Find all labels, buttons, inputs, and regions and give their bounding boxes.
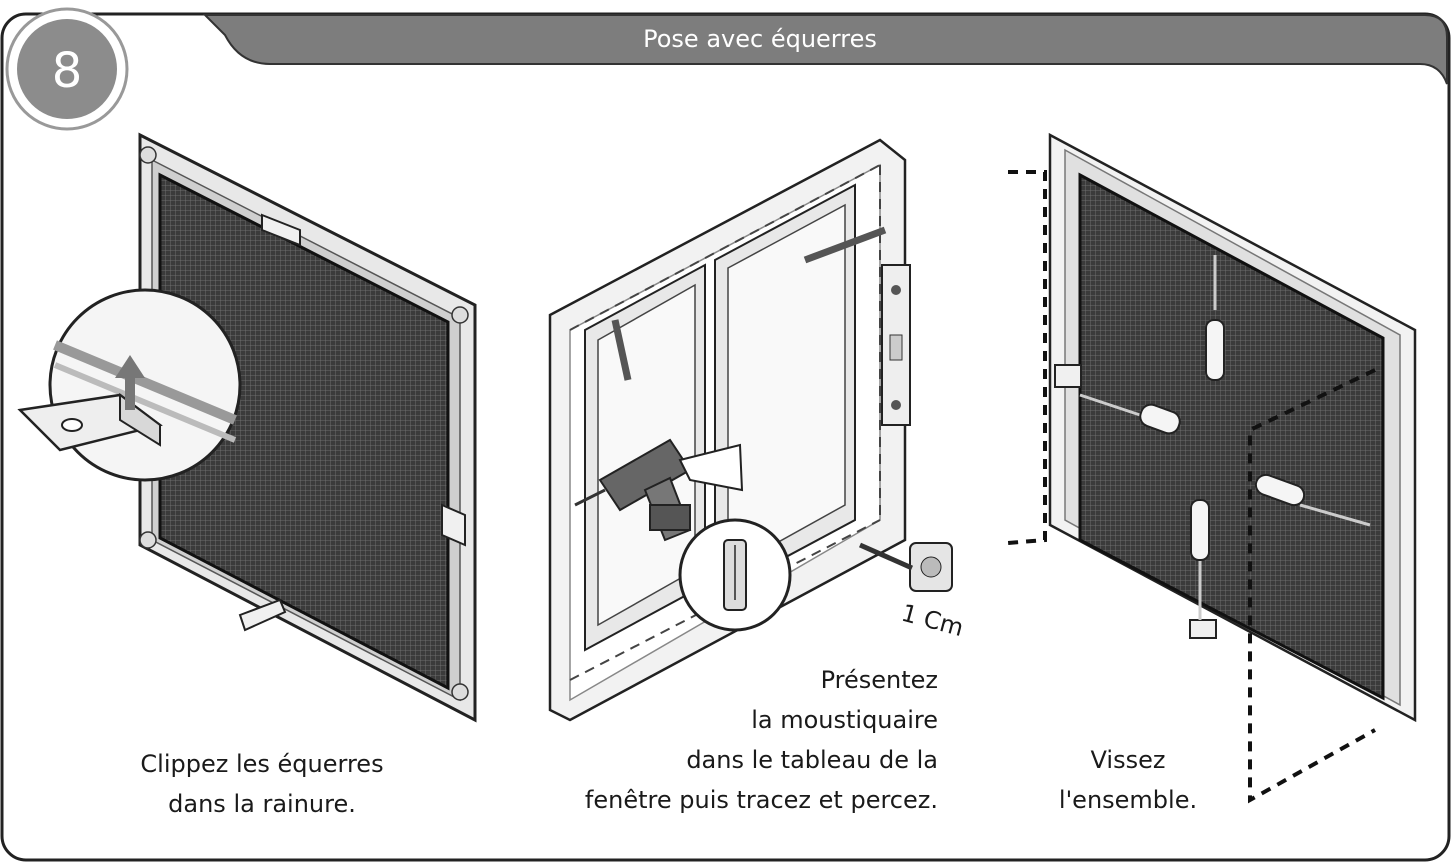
- step-number: 8: [52, 43, 83, 99]
- panel-1-caption-line-1: Clippez les équerres: [140, 750, 383, 778]
- panel-2-caption-line-3: dans le tableau de la: [686, 746, 938, 774]
- panel-2-dowel-magnifier: [678, 518, 792, 632]
- panel-2-caption-line-4: fenêtre puis tracez et percez.: [585, 786, 938, 814]
- panel-1-screen-frame: [138, 132, 477, 723]
- step-title: Pose avec équerres: [643, 25, 877, 53]
- panel-2-window-frame: [548, 138, 911, 722]
- panel-2-caption-line-1: Présentez: [821, 666, 938, 694]
- panel-2-tape-measure: [858, 542, 953, 592]
- panel-3-installed-screen: [1048, 132, 1417, 723]
- panel-3-dashed-guides: [1007, 170, 1376, 804]
- panel-2-caption-line-2: la moustiquaire: [751, 706, 938, 734]
- panel-1-caption-line-2: dans la rainure.: [168, 790, 356, 818]
- header-banner: [202, 14, 1448, 85]
- panel-1-detail-magnifier: [17, 288, 242, 482]
- panel-2-drill: [574, 438, 744, 542]
- panel-3-caption-line-2: l'ensemble.: [1059, 786, 1197, 814]
- step-badge: [17, 19, 117, 119]
- panel-3-caption-line-1: Vissez: [1091, 746, 1166, 774]
